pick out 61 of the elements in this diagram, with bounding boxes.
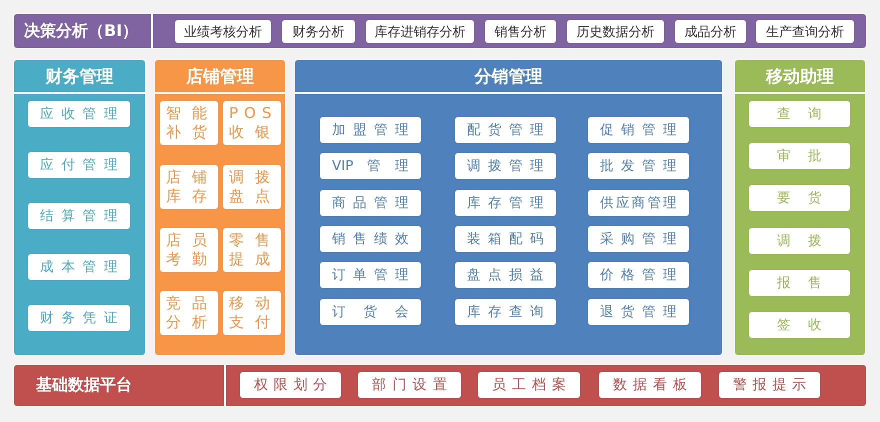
- module-tile: 结算管理: [28, 203, 130, 229]
- module-tile: 店员考勤: [160, 228, 218, 272]
- module-tile: 加盟管理: [320, 117, 421, 143]
- module-tile: 报售: [749, 270, 850, 296]
- panel-heading: 店铺管理: [155, 60, 285, 94]
- panel-heading: 分销管理: [295, 60, 722, 94]
- module-tile: 员工档案: [478, 372, 580, 398]
- band-title: 基础数据平台: [14, 365, 226, 406]
- module-tile: 审批: [749, 143, 850, 170]
- module-panel: [735, 60, 865, 355]
- module-tile: 批发管理: [588, 153, 689, 180]
- module-tile: 警报提示: [719, 372, 820, 398]
- module-tile: 财务凭证: [28, 305, 130, 331]
- module-tile: 销售分析: [485, 20, 556, 43]
- module-tile: POS收银: [223, 101, 281, 145]
- module-tile: 部门设置: [358, 372, 461, 398]
- module-tile: 要货: [749, 185, 850, 212]
- module-tile: 盘点损益: [455, 262, 556, 288]
- module-tile: 应收管理: [28, 101, 130, 127]
- module-tile: 历史数据分析: [567, 20, 664, 43]
- module-tile: 商品管理: [320, 190, 421, 216]
- module-panel: [14, 60, 145, 355]
- module-tile: 签收: [749, 312, 850, 338]
- module-tile: 竞品分析: [160, 291, 218, 335]
- module-tile: 应付管理: [28, 152, 130, 178]
- module-tile: 数据看板: [599, 372, 701, 398]
- module-tile: 生产查询分析: [756, 20, 854, 43]
- panel-heading: 财务管理: [14, 60, 145, 94]
- module-tile: 退货管理: [588, 298, 689, 324]
- module-tile: VIP管理: [320, 153, 421, 180]
- band-title: 决策分析（BI）: [14, 14, 153, 48]
- module-tile: 店铺库存: [160, 165, 218, 209]
- module-tile: 配货管理: [455, 117, 556, 143]
- module-tile: 库存查询: [455, 298, 556, 324]
- module-tile: 权限划分: [240, 372, 341, 398]
- module-tile: 零售提成: [223, 228, 281, 272]
- module-tile: 移动支付: [223, 291, 281, 335]
- module-tile: 查询: [749, 101, 850, 127]
- module-tile: 装箱配码: [455, 226, 556, 252]
- module-tile: 库存进销存分析: [366, 20, 474, 43]
- module-tile: 业绩考核分析: [175, 20, 271, 43]
- module-tile: 库存管理: [455, 190, 556, 216]
- band: [14, 14, 866, 48]
- panel-heading: 移动助理: [735, 60, 865, 94]
- module-panel: [155, 60, 285, 355]
- module-tile: 订货会: [320, 298, 421, 324]
- module-tile: 成品分析: [675, 20, 746, 43]
- module-tile: 财务分析: [282, 20, 355, 43]
- module-tile: 订单管理: [320, 262, 421, 288]
- module-tile: 调拨盘点: [223, 165, 281, 209]
- band: [14, 365, 866, 406]
- module-tile: 销售绩效: [320, 226, 421, 252]
- module-tile: 智能补货: [160, 101, 218, 145]
- module-tile: 采购管理: [588, 226, 689, 252]
- module-tile: 调拨: [749, 228, 850, 254]
- module-panel: [295, 60, 722, 355]
- module-tile: 促销管理: [588, 117, 689, 143]
- module-tile: 调拨管理: [455, 153, 556, 180]
- module-tile: 成本管理: [28, 254, 130, 280]
- module-tile: 供应商管理: [588, 190, 689, 216]
- module-tile: 价格管理: [588, 262, 689, 288]
